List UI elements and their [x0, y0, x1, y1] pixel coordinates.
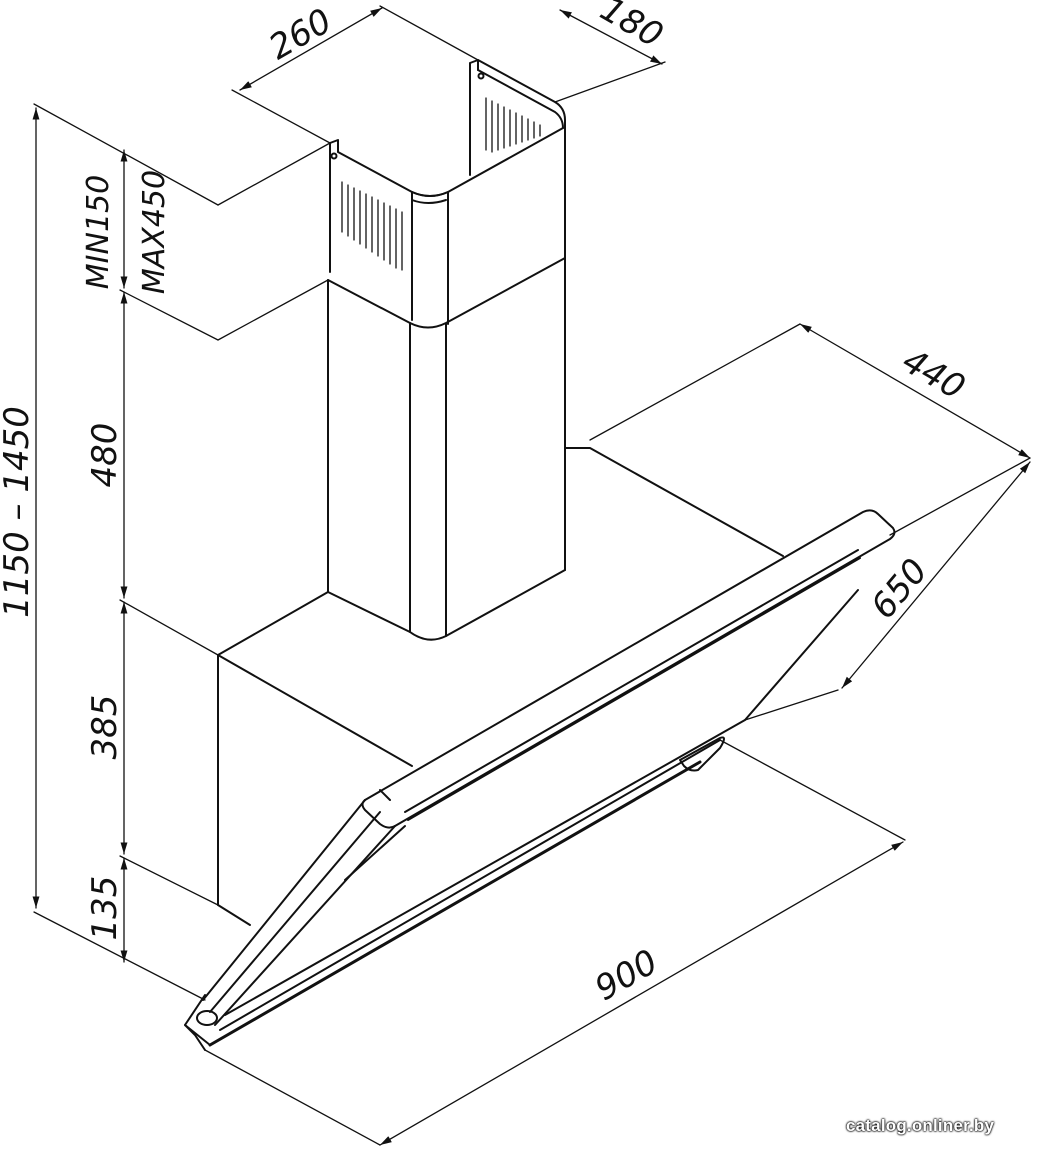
vent-slots-front	[341, 181, 403, 271]
dim-max: MAX450	[137, 170, 172, 294]
watermark: catalog.onliner.by	[846, 1116, 995, 1135]
dim-depth: 440	[895, 341, 971, 408]
chimney-lower	[327, 257, 566, 641]
dim-body-height: 385	[85, 695, 125, 760]
hood-body	[217, 447, 784, 926]
dimension-lines	[32, 7, 1031, 1146]
dim-chimney-width: 260	[262, 1, 338, 68]
dim-chimney-height: 480	[85, 423, 125, 488]
dim-min: MIN150	[81, 175, 116, 289]
dim-glass-depth: 650	[863, 551, 935, 626]
glass-panel	[184, 509, 896, 1051]
dim-width: 900	[588, 942, 664, 1009]
dim-total-height: 1150 – 1450	[0, 406, 37, 618]
extension-lines	[33, 5, 1031, 1146]
dimension-labels: 1150 – 1450 MIN150 MAX450 480 385 135 26…	[0, 0, 972, 1009]
chimney-upper	[329, 59, 566, 325]
dim-glass-height: 135	[85, 876, 125, 941]
vent-slots-back	[485, 97, 541, 153]
